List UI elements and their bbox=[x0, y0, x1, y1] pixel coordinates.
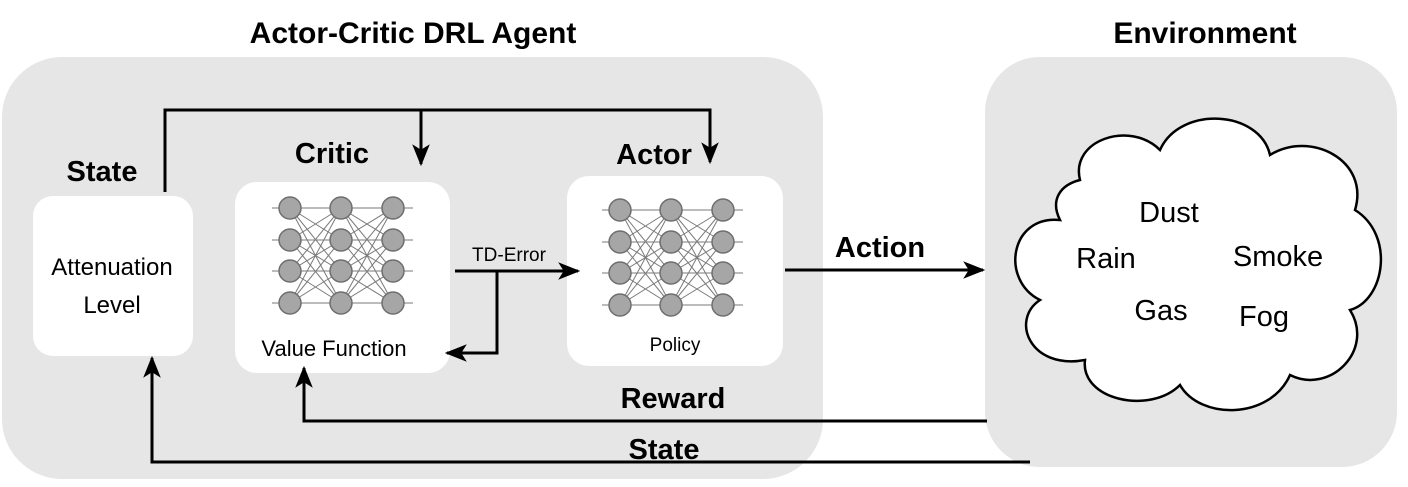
env-condition-dust: Dust bbox=[1139, 197, 1199, 229]
nn-node bbox=[711, 198, 735, 222]
nn-node bbox=[381, 196, 405, 220]
nn-edge bbox=[619, 209, 672, 306]
nn-node bbox=[608, 198, 632, 222]
nn-node bbox=[711, 261, 735, 285]
env-condition-gas: Gas bbox=[1134, 295, 1187, 327]
state-box bbox=[33, 196, 193, 356]
td-error-feedback-arrow bbox=[444, 271, 499, 362]
td-error-label: TD-Error bbox=[472, 245, 547, 266]
nn-edge bbox=[289, 207, 342, 304]
environment-title: Environment bbox=[1113, 17, 1296, 50]
nn-node bbox=[711, 293, 735, 317]
nn-node bbox=[381, 259, 405, 283]
nn-node bbox=[278, 228, 302, 252]
state-feedback-arrow bbox=[143, 355, 1030, 464]
nn-edge bbox=[670, 209, 724, 306]
nn-node bbox=[278, 291, 302, 315]
nn-node bbox=[608, 293, 632, 317]
critic-neural-network-icon bbox=[272, 196, 413, 315]
actor-caption: Policy bbox=[650, 335, 701, 356]
critic-caption: Value Function bbox=[261, 336, 406, 361]
nn-node bbox=[659, 230, 683, 254]
nn-edge bbox=[619, 241, 672, 306]
nn-node bbox=[381, 291, 405, 315]
reward-label: Reward bbox=[621, 383, 726, 415]
nn-node bbox=[278, 259, 302, 283]
cloud-icon bbox=[1014, 117, 1383, 412]
nn-node bbox=[659, 198, 683, 222]
nn-edge bbox=[619, 209, 672, 274]
env-condition-fog: Fog bbox=[1239, 301, 1289, 333]
env-condition-rain: Rain bbox=[1076, 243, 1136, 275]
nn-node bbox=[329, 291, 353, 315]
nn-edge bbox=[340, 239, 394, 304]
nn-edge bbox=[340, 207, 394, 304]
reward-arrow bbox=[295, 365, 987, 423]
nn-edge bbox=[670, 241, 724, 306]
state-box-line1: Attenuation bbox=[51, 254, 172, 281]
state-heading: State bbox=[67, 156, 138, 188]
agent-title: Actor-Critic DRL Agent bbox=[250, 17, 577, 50]
nn-edge bbox=[289, 207, 342, 272]
nn-edge bbox=[670, 209, 724, 274]
nn-node bbox=[381, 228, 405, 252]
nn-node bbox=[329, 259, 353, 283]
state-box-line2: Level bbox=[83, 292, 140, 319]
actor-heading: Actor bbox=[616, 139, 692, 171]
nn-node bbox=[278, 196, 302, 220]
nn-node bbox=[659, 293, 683, 317]
critic-heading: Critic bbox=[295, 138, 369, 170]
env-condition-smoke: Smoke bbox=[1233, 241, 1323, 273]
nn-edge bbox=[289, 239, 342, 304]
state-to-actor-arrow bbox=[163, 108, 719, 192]
nn-node bbox=[329, 196, 353, 220]
action-label: Action bbox=[835, 232, 925, 264]
nn-node bbox=[608, 230, 632, 254]
nn-node bbox=[659, 261, 683, 285]
nn-edge bbox=[340, 207, 394, 272]
actor-neural-network-icon bbox=[602, 198, 743, 317]
nn-node bbox=[329, 228, 353, 252]
nn-node bbox=[711, 230, 735, 254]
nn-node bbox=[608, 261, 632, 285]
